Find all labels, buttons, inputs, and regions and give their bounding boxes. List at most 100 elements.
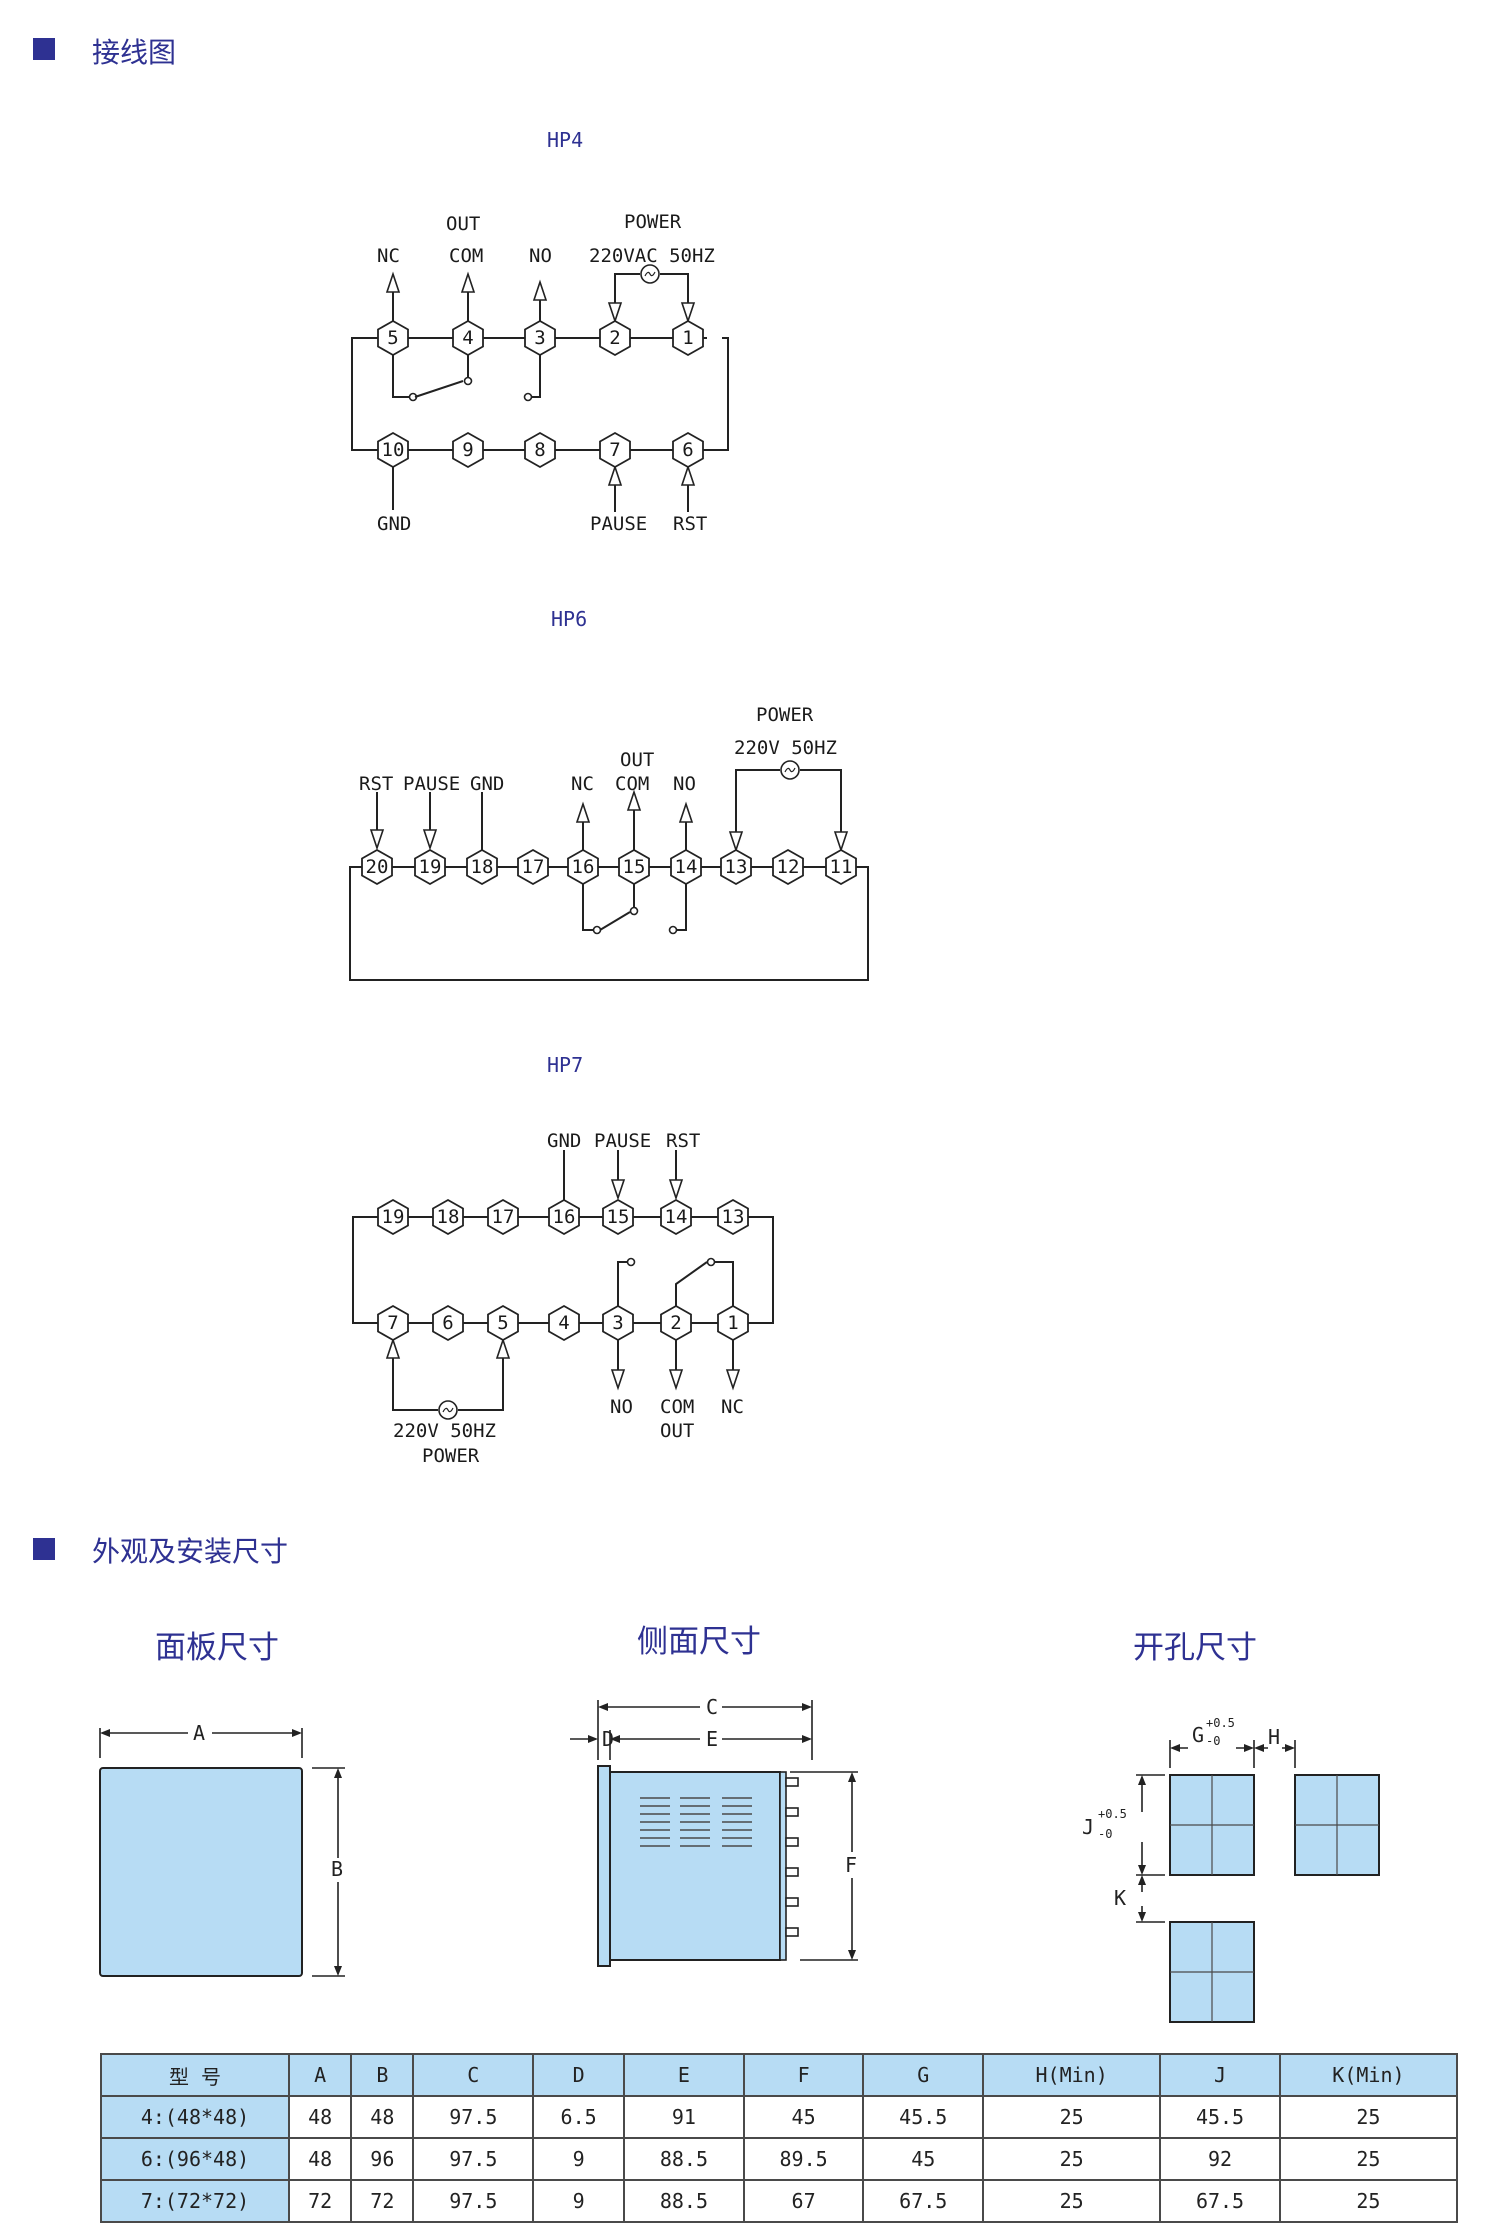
section-marker-dimensions xyxy=(33,1538,55,1560)
table-cell: 45.5 xyxy=(1159,2095,1281,2139)
table-cell: 48 xyxy=(287,2095,353,2139)
side-dim-e: E xyxy=(706,1727,718,1751)
panel-dim-b: B xyxy=(331,1857,343,1881)
svg-text:4: 4 xyxy=(558,1312,569,1334)
hp7-label-rst: RST xyxy=(666,1130,700,1152)
hp4-label-supply: 220VAC 50HZ xyxy=(589,245,715,267)
hp6-label-rst: RST xyxy=(359,773,393,795)
table-cell: 67 xyxy=(742,2179,865,2223)
svg-text:13: 13 xyxy=(725,856,748,878)
table-header: G xyxy=(862,2053,985,2097)
hp7-label-nc: NC xyxy=(721,1396,744,1418)
panel-dim-a: A xyxy=(193,1721,205,1745)
table-cell-model: 4:(48*48) xyxy=(100,2095,290,2139)
table-row: 6:(96*48) 48 96 97.5 9 88.5 89.5 45 25 9… xyxy=(100,2137,1459,2181)
table-cell: 67.5 xyxy=(862,2179,985,2223)
table-cell: 9 xyxy=(532,2179,626,2223)
table-header: J xyxy=(1159,2053,1281,2097)
table-cell: 25 xyxy=(982,2179,1162,2223)
svg-text:20: 20 xyxy=(366,856,389,878)
hp4-label: HP4 xyxy=(547,128,584,152)
table-header-model: 型 号 xyxy=(100,2053,290,2097)
hp7-terminal: 16 xyxy=(548,1199,580,1235)
svg-text:18: 18 xyxy=(437,1206,460,1228)
svg-text:6: 6 xyxy=(682,439,693,461)
hp4-terminal: 6 xyxy=(672,432,704,468)
table-header-row: 型 号 A B C D E F G H(Min) J K(Min) xyxy=(100,2053,1459,2097)
hp6-label-power: POWER xyxy=(756,704,814,726)
hp6-label-com: COM xyxy=(615,773,649,795)
section-marker-wiring xyxy=(33,38,55,60)
svg-text:14: 14 xyxy=(675,856,698,878)
svg-text:3: 3 xyxy=(534,327,545,349)
hp4-terminal: 2 xyxy=(599,320,631,356)
hp6-terminal: 11 xyxy=(825,849,857,885)
table-header: F xyxy=(742,2053,865,2097)
hp7-label-power: POWER xyxy=(422,1445,480,1467)
hp4-label-gnd: GND xyxy=(377,513,411,535)
hp7-terminal: 17 xyxy=(487,1199,519,1235)
svg-text:5: 5 xyxy=(497,1312,508,1334)
hp4-label-rst: RST xyxy=(673,513,707,535)
svg-text:10: 10 xyxy=(382,439,405,461)
hp4-terminal: 8 xyxy=(524,432,556,468)
hp7-label-gnd: GND xyxy=(547,1130,581,1152)
hp6-terminal: 16 xyxy=(567,849,599,885)
hp7-terminal: 1 xyxy=(717,1305,749,1341)
table-cell: 48 xyxy=(287,2137,353,2181)
table-header: E xyxy=(623,2053,745,2097)
svg-text:16: 16 xyxy=(553,1206,576,1228)
hp7-terminal: 4 xyxy=(548,1305,580,1341)
table-cell: 97.5 xyxy=(412,2095,535,2139)
svg-text:4: 4 xyxy=(462,327,473,349)
hp6-label-gnd: GND xyxy=(470,773,504,795)
hp4-output-arrows xyxy=(385,271,548,321)
side-dim-d: D xyxy=(602,1727,614,1751)
section-title-dimensions: 外观及安装尺寸 xyxy=(92,1535,289,1568)
svg-text:5: 5 xyxy=(387,327,398,349)
svg-text:1: 1 xyxy=(727,1312,738,1334)
hp4-terminal: 1 xyxy=(672,320,704,356)
hp6-terminal: 12 xyxy=(772,849,804,885)
table-header: C xyxy=(412,2053,535,2097)
hp7-terminal: 2 xyxy=(660,1305,692,1341)
svg-text:2: 2 xyxy=(609,327,620,349)
table-cell: 9 xyxy=(532,2137,626,2181)
table-header: B xyxy=(350,2053,415,2097)
table-cell-model: 6:(96*48) xyxy=(100,2137,290,2181)
svg-text:6: 6 xyxy=(442,1312,453,1334)
table-cell: 48 xyxy=(350,2095,415,2139)
hp7-terminal: 7 xyxy=(377,1305,409,1341)
hp4-label-no: NO xyxy=(529,245,552,267)
table-cell: 88.5 xyxy=(623,2179,745,2223)
hp6-terminal: 15 xyxy=(618,849,650,885)
side-dim-c: C xyxy=(706,1695,718,1719)
cutout-g-tol-minus: -0 xyxy=(1206,1734,1220,1748)
table-cell: 45.5 xyxy=(862,2095,985,2139)
cutout-dim-j: J xyxy=(1082,1815,1094,1839)
hp6-terminal: 20 xyxy=(361,849,393,885)
table-row: 4:(48*48) 48 48 97.5 6.5 91 45 45.5 25 4… xyxy=(100,2095,1459,2139)
table-header: K(Min) xyxy=(1278,2053,1459,2097)
table-cell: 89.5 xyxy=(742,2137,865,2181)
section-title-wiring: 接线图 xyxy=(92,36,177,69)
table-cell: 25 xyxy=(1278,2179,1459,2223)
hp7-terminal: 19 xyxy=(377,1199,409,1235)
hp4-label-nc: NC xyxy=(377,245,400,267)
svg-text:19: 19 xyxy=(419,856,442,878)
hp4-terminal: 7 xyxy=(599,432,631,468)
hp6-label-no: NO xyxy=(673,773,696,795)
table-cell: 25 xyxy=(1278,2137,1459,2181)
table-cell: 45 xyxy=(862,2137,985,2181)
cutout-dim-h: H xyxy=(1268,1725,1280,1749)
table-cell: 97.5 xyxy=(412,2179,535,2223)
panel-view-title: 面板尺寸 xyxy=(155,1630,279,1666)
hp6-label-nc: NC xyxy=(571,773,594,795)
table-header: A xyxy=(287,2053,353,2097)
table-cell: 25 xyxy=(982,2137,1162,2181)
table-cell: 88.5 xyxy=(623,2137,745,2181)
hp6-terminal: 19 xyxy=(414,849,446,885)
svg-text:19: 19 xyxy=(382,1206,405,1228)
hp7-terminal: 14 xyxy=(660,1199,692,1235)
